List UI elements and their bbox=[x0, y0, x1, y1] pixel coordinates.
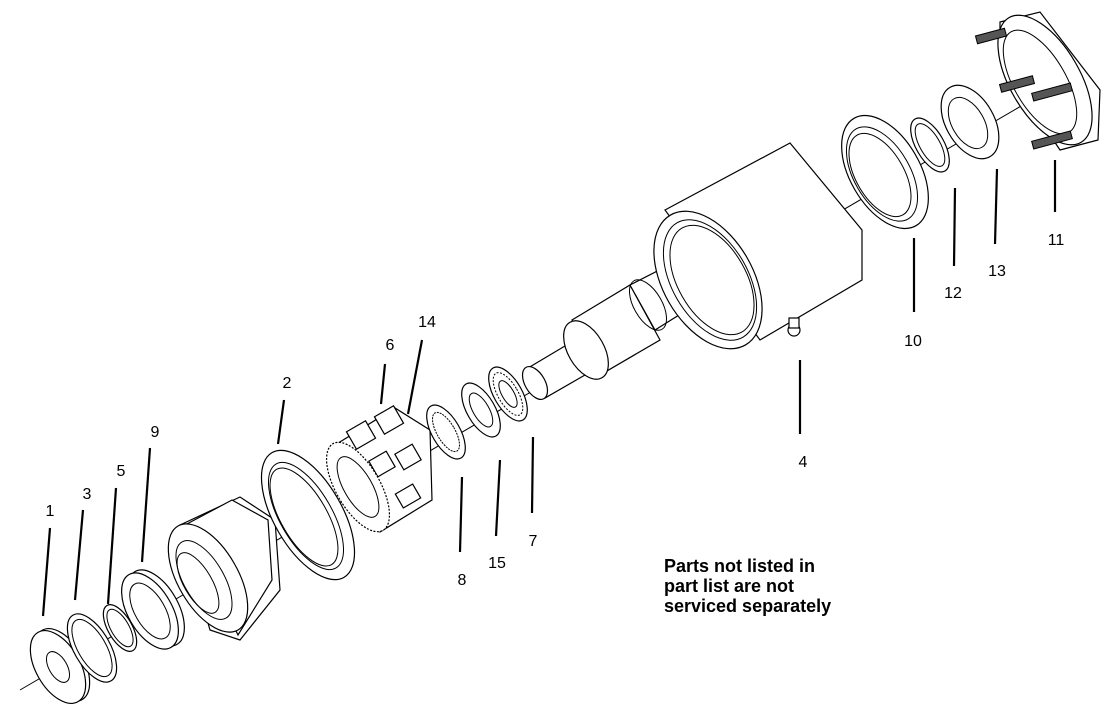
callout-line-2 bbox=[276, 399, 286, 445]
part-15-thrust-washer bbox=[461, 382, 501, 438]
part-2-large-ring bbox=[260, 449, 356, 581]
callout-line-1 bbox=[41, 527, 52, 617]
callout-line-7 bbox=[530, 436, 535, 514]
callout-labels: 1 3 5 9 2 6 14 8 15 7 4 10 12 13 11 bbox=[46, 232, 1065, 589]
part-6-hub bbox=[325, 405, 433, 533]
front-housing bbox=[167, 496, 281, 641]
callout-1: 1 bbox=[46, 503, 55, 520]
callout-4: 4 bbox=[799, 454, 808, 471]
service-note-line-1: Parts not listed in bbox=[664, 556, 816, 576]
callout-3: 3 bbox=[83, 486, 92, 503]
callout-15: 15 bbox=[488, 555, 506, 572]
callout-9: 9 bbox=[151, 424, 160, 441]
part-4-housing-cylinder bbox=[653, 142, 863, 350]
callout-line-5 bbox=[106, 487, 118, 605]
callout-line-15 bbox=[494, 459, 502, 537]
callout-line-6 bbox=[379, 363, 387, 405]
callout-12: 12 bbox=[944, 285, 962, 302]
callout-line-14 bbox=[406, 339, 424, 415]
callout-2: 2 bbox=[283, 375, 292, 392]
callout-13: 13 bbox=[988, 263, 1006, 280]
callout-line-3 bbox=[73, 509, 85, 601]
flange-studs bbox=[974, 27, 1073, 150]
callout-10: 10 bbox=[904, 333, 922, 350]
callout-line-13 bbox=[993, 168, 999, 245]
part-7-thrust-bearing bbox=[488, 366, 528, 422]
callout-7: 7 bbox=[529, 533, 538, 550]
part-8-needle-bearing bbox=[426, 404, 466, 460]
part-11-flange bbox=[974, 11, 1101, 151]
callout-11: 11 bbox=[1048, 232, 1065, 249]
service-note-line-3: serviced separately bbox=[664, 596, 832, 616]
service-note-line-2: part list are not bbox=[664, 576, 795, 596]
callout-8: 8 bbox=[458, 572, 467, 589]
callout-5: 5 bbox=[117, 463, 126, 480]
callout-6: 6 bbox=[386, 337, 395, 354]
callout-lines bbox=[41, 160, 1057, 617]
callout-line-8 bbox=[458, 476, 464, 553]
service-note: Parts not listed in part list are not se… bbox=[664, 556, 894, 616]
callout-14: 14 bbox=[418, 314, 436, 331]
part-9-bearing bbox=[121, 569, 185, 650]
part-10-bearing bbox=[841, 114, 929, 230]
part-12-snap-ring bbox=[910, 117, 950, 173]
part-13-seal bbox=[940, 84, 1000, 160]
callout-line-9 bbox=[140, 447, 152, 563]
callout-line-12 bbox=[952, 187, 957, 267]
part-3-snap-ring bbox=[66, 613, 118, 683]
